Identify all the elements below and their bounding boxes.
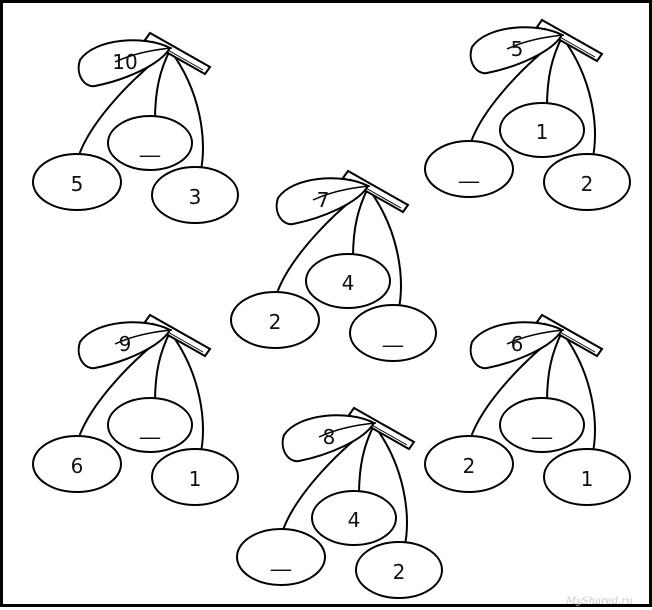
stem-middle	[546, 331, 563, 403]
right-number: 1	[581, 467, 594, 491]
berry-middle	[499, 102, 585, 158]
leaf-vein	[506, 329, 565, 345]
middle-number: 4	[348, 508, 361, 532]
berry-middle	[499, 397, 585, 453]
stem-middle	[358, 424, 375, 496]
leaf-vein	[114, 329, 173, 345]
stem-right	[373, 424, 408, 551]
right-number: 2	[581, 172, 594, 196]
right-number: __	[382, 323, 404, 347]
stem-right	[561, 331, 596, 458]
left-number: 2	[269, 310, 282, 334]
cherry-groups: 10 __ 5 3 5 1 __ 2 7 4 2 __ 9 __ 6 1 6 __ 2 1 8 4 __ 2	[32, 18, 631, 599]
berry-right	[543, 448, 631, 506]
middle-number: 4	[342, 271, 355, 295]
berry-left	[32, 153, 122, 211]
stem-middle	[154, 49, 171, 121]
stem-right	[367, 187, 402, 314]
berry-right	[151, 448, 239, 506]
berry-left	[424, 140, 514, 198]
berry-middle	[107, 115, 193, 171]
berry-right	[543, 153, 631, 211]
leaf-number: 10	[112, 50, 137, 74]
middle-number: __	[139, 133, 161, 157]
leaf-vein	[114, 47, 173, 63]
branch	[341, 169, 410, 214]
left-number: __	[458, 159, 480, 183]
branch	[535, 313, 604, 358]
branch	[347, 406, 416, 451]
right-number: 1	[189, 467, 202, 491]
cherry-group: 5 1 __ 2	[424, 18, 631, 211]
branch	[143, 31, 212, 76]
cherry-group: 8 4 __ 2	[236, 406, 443, 599]
cherry-group: 6 __ 2 1	[424, 313, 631, 506]
berry-right	[355, 541, 443, 599]
right-number: 3	[189, 185, 202, 209]
leaf-number: 8	[323, 425, 336, 449]
stem-right	[561, 36, 596, 163]
stem-middle	[352, 187, 369, 259]
watermark: MyShared.ru	[565, 596, 633, 607]
leaf-vein	[506, 34, 565, 50]
cherry-group: 10 __ 5 3	[32, 31, 239, 224]
left-number: 2	[463, 454, 476, 478]
stem-right	[169, 331, 204, 458]
berry-middle	[311, 490, 397, 546]
berry-left	[424, 435, 514, 493]
branch	[143, 313, 212, 358]
leaf-number: 7	[317, 188, 330, 212]
cherry-group: 7 4 2 __	[230, 169, 437, 362]
leaf-number: 9	[119, 332, 132, 356]
berry-left	[32, 435, 122, 493]
left-number: __	[270, 547, 292, 571]
branch	[535, 18, 604, 63]
stem-middle	[154, 331, 171, 403]
left-number: 5	[71, 172, 84, 196]
leaf-vein	[312, 185, 371, 201]
middle-number: __	[139, 415, 161, 439]
stem-right	[169, 49, 204, 176]
berry-middle	[305, 253, 391, 309]
stem-middle	[546, 36, 563, 108]
middle-number: __	[531, 415, 553, 439]
berry-left	[230, 291, 320, 349]
leaf-number: 5	[511, 37, 524, 61]
left-number: 6	[71, 454, 84, 478]
berry-right	[151, 166, 239, 224]
berry-left	[236, 528, 326, 586]
leaf-number: 6	[511, 332, 524, 356]
berry-middle	[107, 397, 193, 453]
cherry-group: 9 __ 6 1	[32, 313, 239, 506]
middle-number: 1	[536, 120, 549, 144]
leaf-vein	[318, 422, 377, 438]
berry-right	[349, 304, 437, 362]
right-number: 2	[393, 560, 406, 584]
